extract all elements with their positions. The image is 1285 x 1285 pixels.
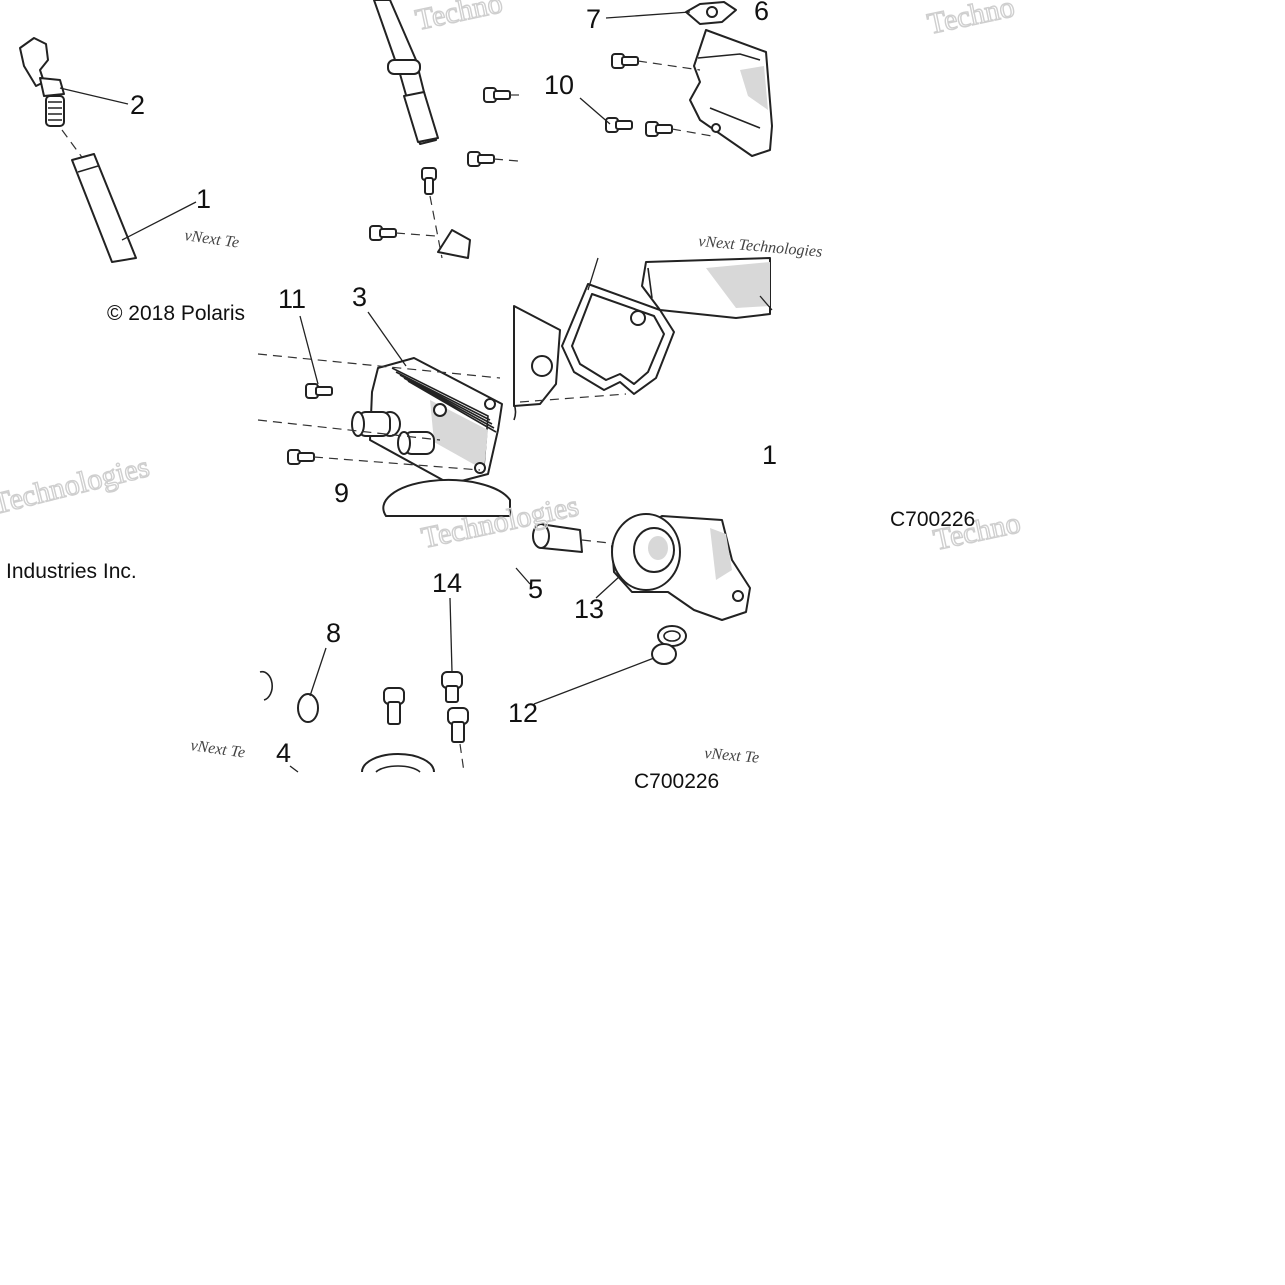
centerline [637,60,701,71]
watermark: Techno [925,0,1018,41]
o-ring [297,693,319,723]
pump-flange [437,229,471,259]
dipstick-tube [71,153,137,263]
centerline [671,128,713,137]
callout-label: 6 [754,0,769,26]
callout-label: 1 [196,184,211,214]
filter-adapter [611,513,751,621]
bolt [483,87,511,103]
drawing-code: C700226 [890,508,975,531]
leader-line [449,597,453,673]
copyright-text: Industries Inc. [6,560,137,583]
cooler-bolt [287,449,315,465]
oil-hose [373,0,439,145]
centerline [395,232,437,237]
cap-screw [383,687,405,725]
adapter-seal [651,625,687,665]
centerline [459,743,465,773]
bolt [421,167,437,195]
watermark: vNext Technologies [698,233,823,261]
callout-label: 2 [130,90,145,120]
watermark: Techno [413,0,506,37]
mounting-bracket [689,29,773,157]
leader-line [289,765,299,773]
bracket-gasket [685,1,737,25]
cover-ring-inner [375,765,421,773]
seal-ring [259,670,273,701]
filter-housing [513,305,561,407]
leader-line [759,295,773,311]
centerline [493,158,519,162]
leader-line [533,657,655,705]
bolt [611,53,639,69]
copyright-text: © 2018 Polaris [107,302,245,325]
drawing-code: C700226 [634,770,719,793]
dipstick-handle [19,37,65,127]
centerline [313,456,481,471]
callout-label: 9 [334,478,349,508]
leader-line [579,97,611,125]
watermark: vNext Te [704,745,760,767]
centerline [519,393,627,403]
leader-line [59,87,129,105]
cover-edge [382,478,511,517]
leader-line [605,11,691,19]
leader-line [587,257,599,291]
leader-line [367,311,407,367]
callout-label: 5 [528,574,543,604]
callout-label: 7 [586,4,601,34]
bolt [605,117,633,133]
callout-label: 13 [574,594,604,624]
callout-label: 12 [508,698,538,728]
leader-line [299,315,319,385]
bolt [467,151,495,167]
oil-filter [641,257,771,319]
centerline [257,353,501,379]
cover-gasket [561,283,675,395]
watermark: vNext Te [189,737,246,761]
cap-screw [441,671,463,703]
cap-screw [447,707,469,743]
watermark: Technologies [0,450,152,521]
centerline [61,129,85,161]
cover-ring [361,753,435,773]
leader-line [121,201,197,241]
leader-line [309,647,327,697]
leader-line [595,575,621,599]
callout-label: 10 [544,70,574,100]
leader-line [515,567,531,585]
oil-cooler [351,357,503,485]
callout-label: 14 [432,568,462,598]
callout-label: 11 [278,284,306,314]
callout-label: 1 [762,440,777,470]
bolt [369,225,397,241]
callout-label: 3 [352,282,367,312]
watermark: vNext Te [183,227,240,251]
bolt [645,121,673,137]
spacer-sleeve [532,523,583,553]
callout-label: 8 [326,618,341,648]
callout-label: 4 [276,738,291,768]
cooler-bolt [305,383,333,399]
centerline [257,419,441,441]
